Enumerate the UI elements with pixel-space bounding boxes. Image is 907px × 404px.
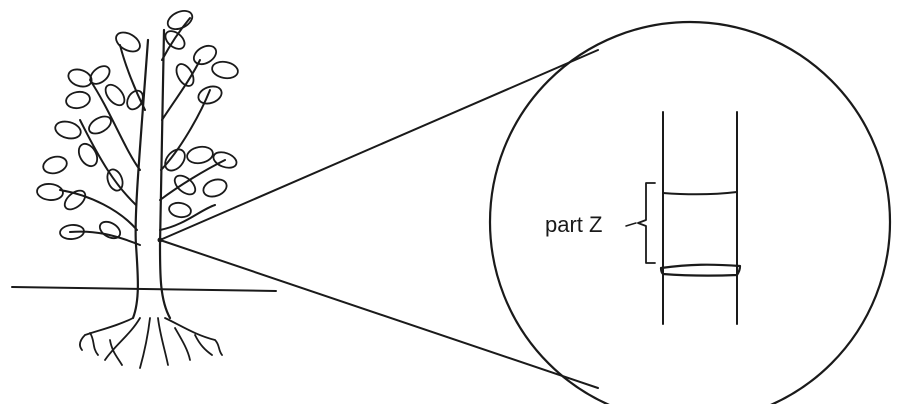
magnifier-circle (488, 20, 892, 404)
callout-line-upper (159, 49, 599, 241)
part-z-label: part Z (545, 212, 602, 237)
part-z-bracket (637, 182, 656, 264)
tree-roots (78, 317, 223, 369)
tree-branches (59, 17, 226, 246)
callout-line-lower (159, 239, 599, 389)
tree-trunk (131, 28, 172, 320)
part-z-bottom-ring (659, 263, 742, 277)
part-z-top-line (662, 191, 738, 196)
tree (36, 10, 239, 369)
ground-line (11, 286, 277, 292)
label-leader-line (625, 222, 637, 227)
tree-leaves (36, 10, 239, 240)
magnified-stem (659, 111, 742, 325)
